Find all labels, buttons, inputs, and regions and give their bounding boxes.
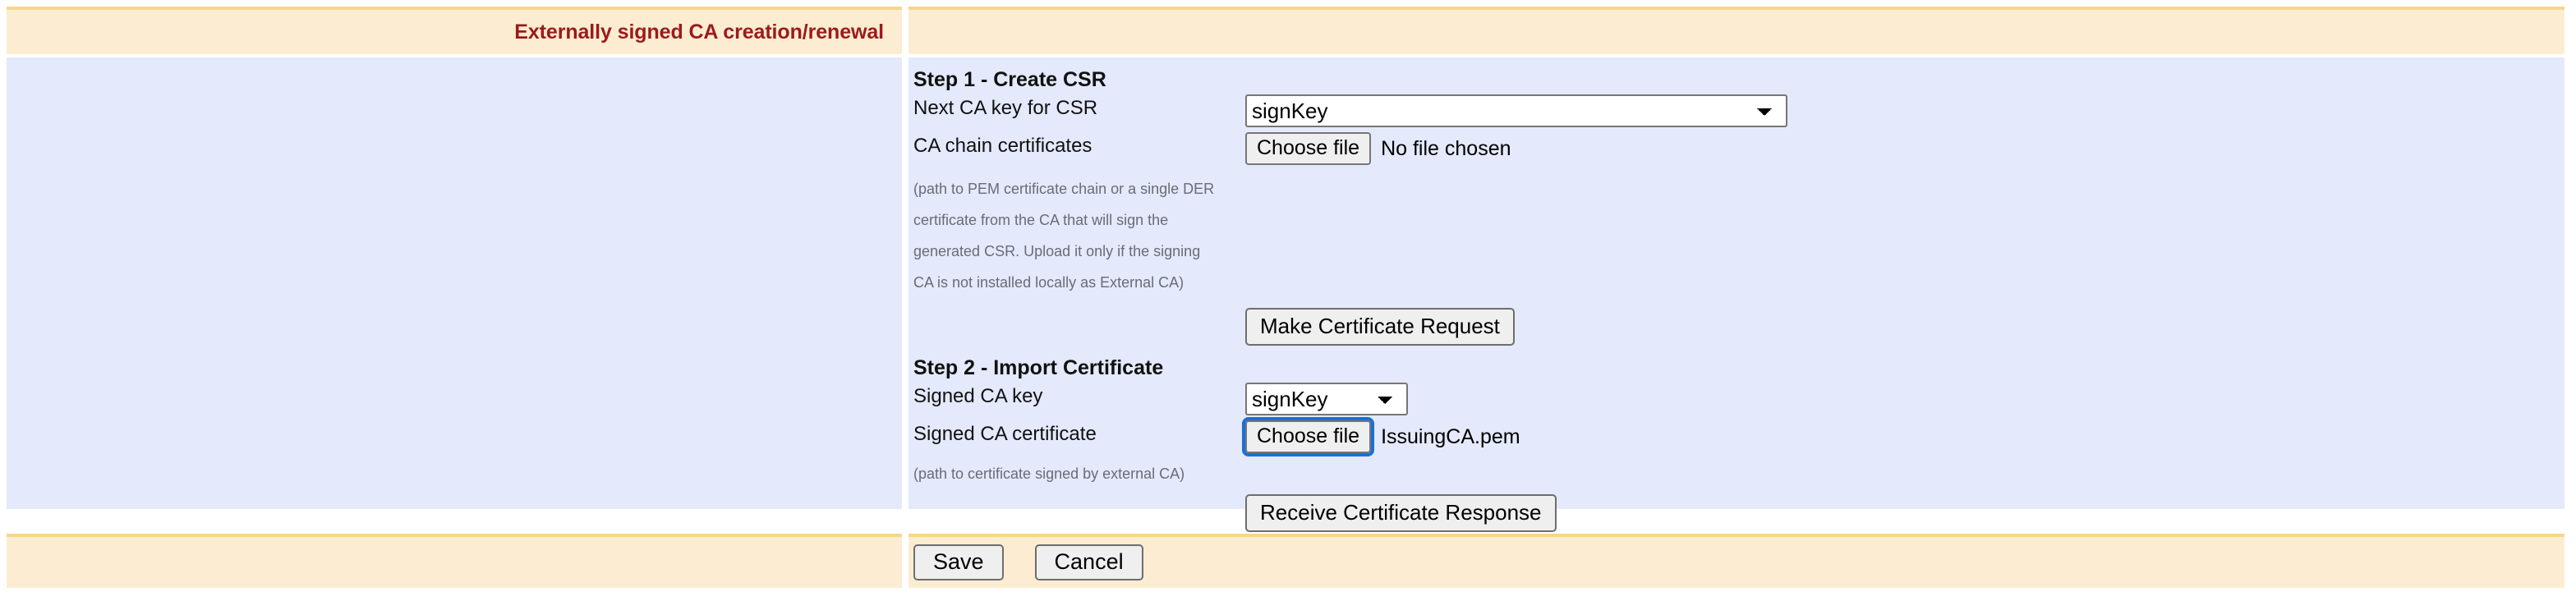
form-wrapper: Step 1 - Create CSR Next CA key for CSR … (908, 57, 2564, 532)
signed-ca-certificate-hint: (path to certificate signed by external … (913, 466, 1185, 482)
header-column-divider (902, 7, 908, 54)
row-receive-certificate-response: Receive Certificate Response (913, 494, 2564, 532)
ca-chain-hint-line-1: (path to PEM certificate chain or a sing… (913, 181, 1215, 197)
footer-column-divider (902, 534, 908, 588)
page-title: Externally signed CA creation/renewal (514, 20, 884, 44)
step1-title: Step 1 - Create CSR (913, 68, 1106, 91)
next-ca-key-field: signKey (1245, 94, 2564, 127)
row-signed-ca-certificate: Signed CA certificate Choose file Issuin… (913, 417, 2564, 456)
row-make-certificate-request: Make Certificate Request (913, 308, 2564, 346)
footer-band: Save Cancel (7, 534, 2564, 588)
ca-chain-certificates-label: CA chain certificates (913, 135, 1092, 157)
signed-ca-certificate-file-input[interactable]: Choose file IssuingCA.pem (1241, 417, 1520, 456)
body-band: Step 1 - Create CSR Next CA key for CSR … (7, 57, 2564, 532)
body-left-empty-cell (7, 57, 902, 509)
receive-certificate-response-button[interactable]: Receive Certificate Response (1245, 494, 1557, 532)
row-ca-chain-certificates: CA chain certificates Choose file No fil… (913, 132, 2564, 165)
ca-chain-file-input[interactable]: Choose file No file chosen (1245, 132, 1511, 165)
make-request-field: Make Certificate Request (1245, 308, 2564, 346)
signed-ca-key-select[interactable]: signKey (1245, 383, 1408, 415)
signed-ca-certificate-field: Choose file IssuingCA.pem (1241, 417, 2564, 456)
step2-title: Step 2 - Import Certificate (913, 356, 1164, 379)
ca-chain-choose-file-button[interactable]: Choose file (1245, 132, 1372, 165)
signed-ca-certificate-file-name: IssuingCA.pem (1381, 424, 1520, 448)
signed-ca-certificate-label: Signed CA certificate (913, 423, 1097, 445)
row-next-ca-key: Next CA key for CSR signKey (913, 94, 2564, 127)
footer-left-empty-cell (7, 534, 902, 588)
next-ca-key-select[interactable]: signKey (1245, 94, 1787, 127)
ca-chain-hint-block: (path to PEM certificate chain or a sing… (913, 173, 2564, 298)
ca-chain-certificates-field: Choose file No file chosen (1245, 132, 2564, 165)
body-form-cell: Step 1 - Create CSR Next CA key for CSR … (908, 57, 2564, 532)
ca-chain-hint-line-3: generated CSR. Upload it only if the sig… (913, 243, 1201, 259)
ca-chain-hint-line-4: CA is not installed locally as External … (913, 274, 1184, 291)
cancel-button[interactable]: Cancel (1034, 544, 1143, 580)
signed-ca-certificate-choose-file-button[interactable]: Choose file (1241, 417, 1375, 456)
save-button[interactable]: Save (913, 544, 1004, 580)
signed-ca-key-label: Signed CA key (913, 385, 1043, 407)
footer-actions-cell: Save Cancel (908, 534, 2564, 588)
header-band: Externally signed CA creation/renewal (7, 7, 2564, 54)
make-certificate-request-button[interactable]: Make Certificate Request (1245, 308, 1515, 346)
header-title-cell: Externally signed CA creation/renewal (7, 7, 902, 54)
next-ca-key-label: Next CA key for CSR (913, 97, 1098, 119)
body-column-divider (902, 57, 908, 509)
receive-response-field: Receive Certificate Response (1245, 494, 2564, 532)
header-spacer-cell (908, 7, 2564, 54)
ca-chain-hint-line-2: certificate from the CA that will sign t… (913, 212, 1169, 228)
ca-chain-file-name: No file chosen (1381, 136, 1511, 160)
signed-ca-key-field: signKey (1245, 383, 2564, 415)
row-signed-ca-key: Signed CA key signKey (913, 383, 2564, 415)
